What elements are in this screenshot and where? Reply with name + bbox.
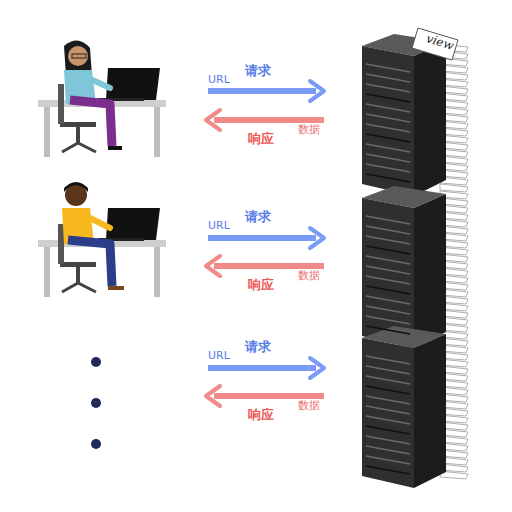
response-label: 响应 bbox=[248, 278, 274, 291]
arrow-head bbox=[206, 256, 220, 276]
rack-slot bbox=[366, 216, 410, 224]
rack-slot bbox=[366, 226, 410, 234]
rack-slot bbox=[366, 296, 410, 304]
rack-slot bbox=[366, 276, 410, 284]
rack-slot bbox=[366, 236, 410, 244]
arrow-head bbox=[310, 81, 324, 101]
rack-slot bbox=[366, 406, 410, 414]
rack-slot bbox=[366, 326, 410, 334]
arrow-head bbox=[310, 358, 324, 378]
flow-arrow bbox=[214, 263, 324, 269]
rack-slot bbox=[366, 366, 410, 374]
rack-slot bbox=[366, 134, 410, 142]
url-label: URL bbox=[208, 74, 230, 85]
user-woman bbox=[38, 40, 166, 157]
rack-slot bbox=[366, 114, 410, 122]
flow-arrow bbox=[208, 365, 316, 371]
response-label: 响应 bbox=[248, 132, 274, 145]
ellipsis-dot bbox=[91, 357, 101, 367]
rack-slot bbox=[366, 164, 410, 172]
rack-slot bbox=[366, 466, 410, 474]
url-label: URL bbox=[208, 220, 230, 231]
view-paper bbox=[412, 28, 458, 60]
rack-slot bbox=[366, 436, 410, 444]
flow-arrow bbox=[208, 88, 316, 94]
rack-slot bbox=[366, 376, 410, 384]
rack-slot bbox=[366, 446, 410, 454]
rack-slot bbox=[366, 306, 410, 314]
ellipsis-dot bbox=[91, 439, 101, 449]
request-label: 请求 bbox=[245, 64, 271, 77]
rack-slot bbox=[366, 316, 410, 324]
rack-slot bbox=[366, 74, 410, 82]
rack-slot bbox=[366, 84, 410, 92]
arrow-head bbox=[310, 228, 324, 248]
flow-arrow bbox=[208, 235, 316, 241]
rack-slot bbox=[366, 144, 410, 152]
rack-slot bbox=[366, 246, 410, 254]
rack-slot bbox=[366, 64, 410, 72]
rack-slot bbox=[366, 386, 410, 394]
rack-slot bbox=[366, 256, 410, 264]
data-label: 数据 bbox=[298, 270, 320, 281]
rack-slot bbox=[366, 124, 410, 132]
response-label: 响应 bbox=[248, 408, 274, 421]
rack-slot bbox=[366, 266, 410, 274]
rack-slot bbox=[366, 286, 410, 294]
flow-arrow bbox=[214, 117, 324, 123]
rack-slot bbox=[366, 94, 410, 102]
rack-slot bbox=[366, 104, 410, 112]
request-label: 请求 bbox=[245, 340, 271, 353]
ellipsis-dot bbox=[91, 398, 101, 408]
server-rack bbox=[362, 186, 446, 348]
rack-slot bbox=[366, 174, 410, 182]
rack-slot bbox=[366, 356, 410, 364]
request-label: 请求 bbox=[245, 210, 271, 223]
url-label: URL bbox=[208, 350, 230, 361]
data-label: 数据 bbox=[298, 124, 320, 135]
user-man bbox=[38, 182, 166, 297]
flow-arrow bbox=[214, 393, 324, 399]
arrow-head bbox=[206, 386, 220, 406]
rack-slot bbox=[366, 416, 410, 424]
server-rack bbox=[362, 326, 446, 488]
arrow-head bbox=[206, 110, 220, 130]
rack-slot bbox=[366, 426, 410, 434]
rack-slot bbox=[366, 396, 410, 404]
server-rack bbox=[362, 34, 446, 196]
data-label: 数据 bbox=[298, 400, 320, 411]
rack-slot bbox=[366, 154, 410, 162]
rack-slot bbox=[366, 456, 410, 464]
paper-sheet bbox=[440, 184, 468, 192]
